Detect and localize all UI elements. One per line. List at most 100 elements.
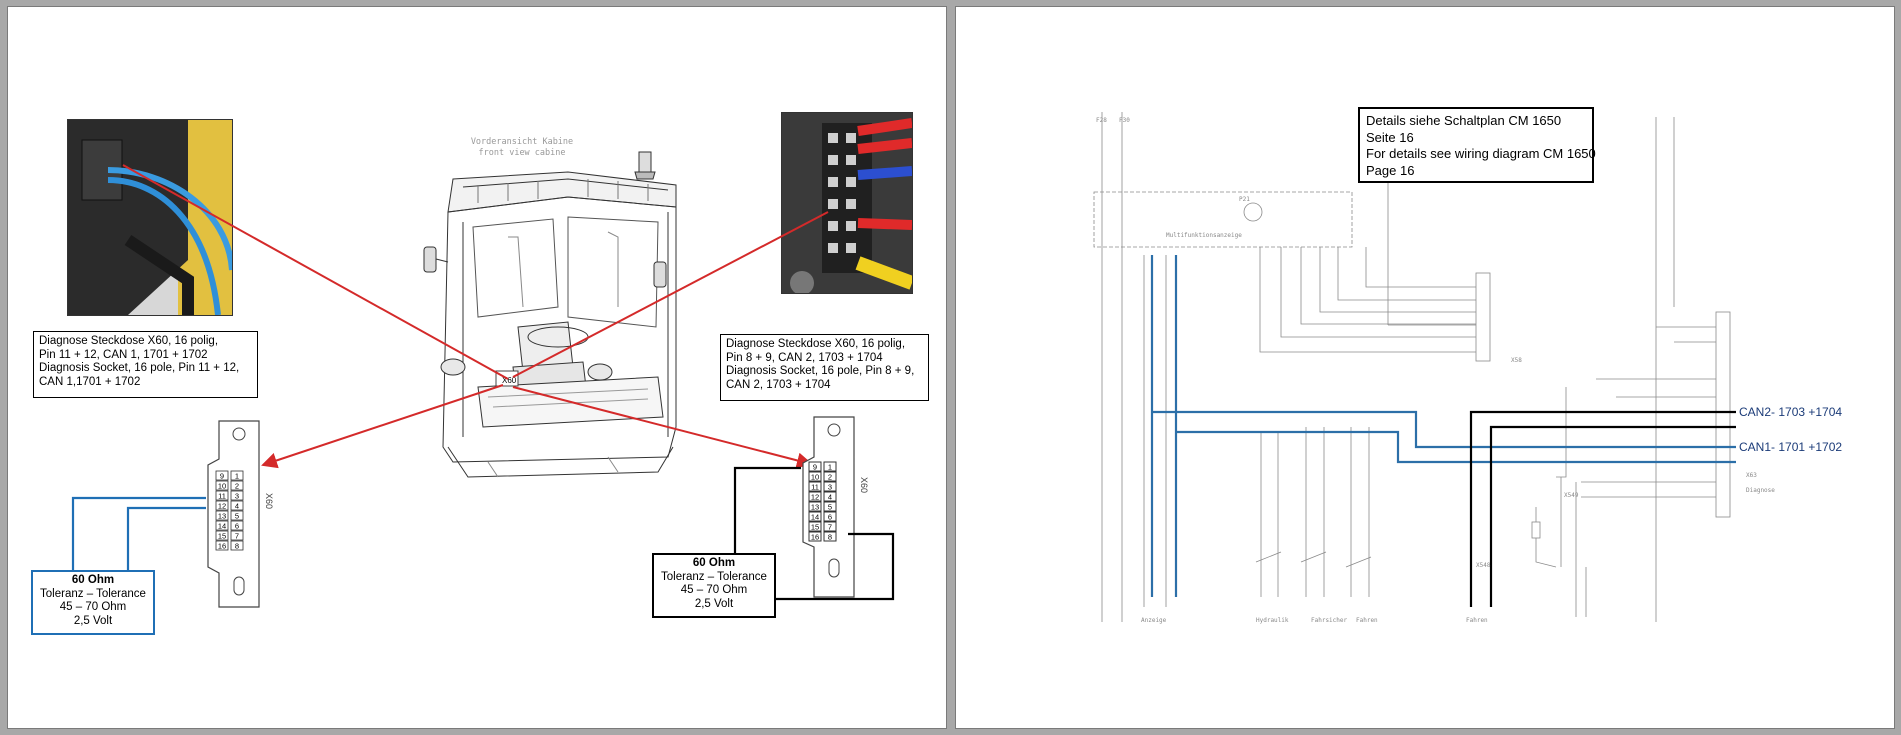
ohm-line: 45 – 70 Ohm — [59, 601, 127, 613]
pin-box — [808, 491, 822, 502]
pin-box — [823, 481, 837, 492]
pin-box — [808, 461, 822, 472]
pin-box — [215, 480, 229, 491]
arrow-socket-to-connector-right — [512, 386, 813, 469]
note-line: Details siehe Schaltplan CM 1650 — [1366, 113, 1562, 128]
pin-box — [215, 520, 229, 531]
pin-number: 8 — [235, 542, 239, 551]
svg-text:Fahrsicher: Fahrsicher — [1311, 617, 1348, 624]
pin-box — [823, 461, 837, 472]
pin-box — [823, 491, 837, 502]
pin-number: 10 — [811, 473, 819, 482]
pin-number: 16 — [218, 542, 226, 551]
info-line: Diagnosis Socket, 16 pole, Pin 8 + 9, — [726, 365, 915, 377]
pin-number: 6 — [235, 522, 239, 531]
svg-text:Fahren: Fahren — [1466, 617, 1488, 624]
pin-number: 9 — [220, 472, 224, 481]
info-line: Diagnose Steckdose X60, 16 polig, — [726, 338, 906, 350]
pin-number: 12 — [218, 502, 226, 511]
pin-box — [823, 511, 837, 522]
svg-text:X63: X63 — [1746, 472, 1757, 479]
ohm-box-can2: 60 Ohm Toleranz – Tolerance 45 – 70 Ohm … — [652, 553, 776, 618]
pin-number: 3 — [235, 492, 239, 501]
pin-number: 11 — [811, 483, 819, 492]
pin-number: 13 — [218, 512, 226, 521]
info-line: Diagnose Steckdose X60, 16 polig, — [39, 335, 219, 347]
ohm-line: Toleranz – Tolerance — [40, 587, 146, 600]
ohm-line: 2,5 Volt — [73, 614, 113, 627]
pin-box — [215, 490, 229, 501]
info-line: Pin 11 + 12, CAN 1, 1701 + 1702 — [39, 348, 208, 361]
cabin-socket-label: X60 — [502, 376, 517, 385]
ohm-title: 60 Ohm — [71, 574, 115, 586]
info-box-can2: Diagnose Steckdose X60, 16 polig, Pin 8 … — [720, 334, 929, 401]
arrow-socket-to-photo-right — [512, 211, 829, 378]
pin-box — [808, 521, 822, 532]
ohm-title: 60 Ohm — [692, 557, 736, 569]
connector-left-label: X60 — [264, 493, 274, 509]
note-line: For details see wiring diagram CM 1650 — [1366, 146, 1596, 161]
pin-number: 14 — [218, 522, 226, 531]
pin-number: 1 — [828, 463, 832, 472]
pin-box — [230, 470, 244, 481]
pin-box — [823, 471, 837, 482]
pin-box — [215, 470, 229, 481]
pin-box — [808, 471, 822, 482]
pin-number: 15 — [811, 523, 819, 532]
pin-number: 13 — [811, 503, 819, 512]
svg-text:Anzeige: Anzeige — [1141, 617, 1167, 624]
pin-number: 15 — [218, 532, 226, 541]
can1-measuring-wires — [71, 496, 206, 570]
note-line: Seite 16 — [1366, 129, 1414, 145]
pin-number: 5 — [235, 512, 239, 521]
pin-box — [823, 501, 837, 512]
pin-number: 2 — [828, 473, 832, 482]
cabin-caption-de: Vorderansicht Kabine — [471, 137, 573, 147]
pin-number: 14 — [811, 513, 819, 522]
pin-number: 9 — [813, 463, 817, 472]
info-box-can1: Diagnose Steckdose X60, 16 polig, Pin 11… — [33, 331, 258, 398]
svg-text:P21: P21 — [1239, 196, 1250, 203]
svg-text:Fahren: Fahren — [1356, 617, 1378, 624]
ohm-line: 45 – 70 Ohm — [680, 584, 748, 596]
info-line: CAN 1,1701 + 1702 — [39, 375, 141, 388]
pin-box — [215, 510, 229, 521]
socket-photo-can1 — [67, 119, 233, 316]
ohm-box-can1: 60 Ohm Toleranz – Tolerance 45 – 70 Ohm … — [31, 570, 155, 635]
cabin-caption-en: front view cabine — [479, 148, 566, 158]
svg-text:Diagnose: Diagnose — [1746, 487, 1775, 494]
wiring-reference-note: Details siehe Schaltplan CM 1650 Seite 1… — [1358, 107, 1596, 183]
ohm-line: Toleranz – Tolerance — [661, 570, 767, 583]
pin-box — [230, 480, 244, 491]
pin-box — [808, 511, 822, 522]
info-line: CAN 2, 1703 + 1704 — [726, 378, 831, 391]
connector-right-label: X60 — [859, 477, 869, 493]
pin-box — [230, 540, 244, 551]
pin-box — [230, 530, 244, 541]
pin-number: 4 — [235, 502, 239, 511]
info-line: Pin 8 + 9, CAN 2, 1703 + 1704 — [726, 351, 883, 364]
socket-photo-can2 — [781, 112, 913, 294]
pin-number: 4 — [828, 493, 832, 502]
can2-bus-lines — [1469, 410, 1736, 607]
pin-number: 8 — [828, 533, 832, 542]
pin-number: 10 — [218, 482, 226, 491]
pin-number: 1 — [235, 472, 239, 481]
pin-box — [215, 530, 229, 541]
svg-text:X549: X549 — [1564, 492, 1579, 499]
svg-text:F30: F30 — [1119, 117, 1130, 124]
pin-number: 2 — [235, 482, 239, 491]
pin-box — [215, 500, 229, 511]
pin-number: 16 — [811, 533, 819, 542]
pin-number: 5 — [828, 503, 832, 512]
arrow-socket-to-connector-left — [261, 384, 504, 469]
pin-number: 11 — [218, 492, 226, 501]
svg-text:X548: X548 — [1476, 562, 1491, 569]
svg-text:Multifunktionsanzeige: Multifunktionsanzeige — [1166, 232, 1242, 239]
arrow-photo-left-to-socket — [122, 164, 509, 380]
left-page: Vorderansicht Kabine front view cabine X… — [7, 6, 947, 729]
